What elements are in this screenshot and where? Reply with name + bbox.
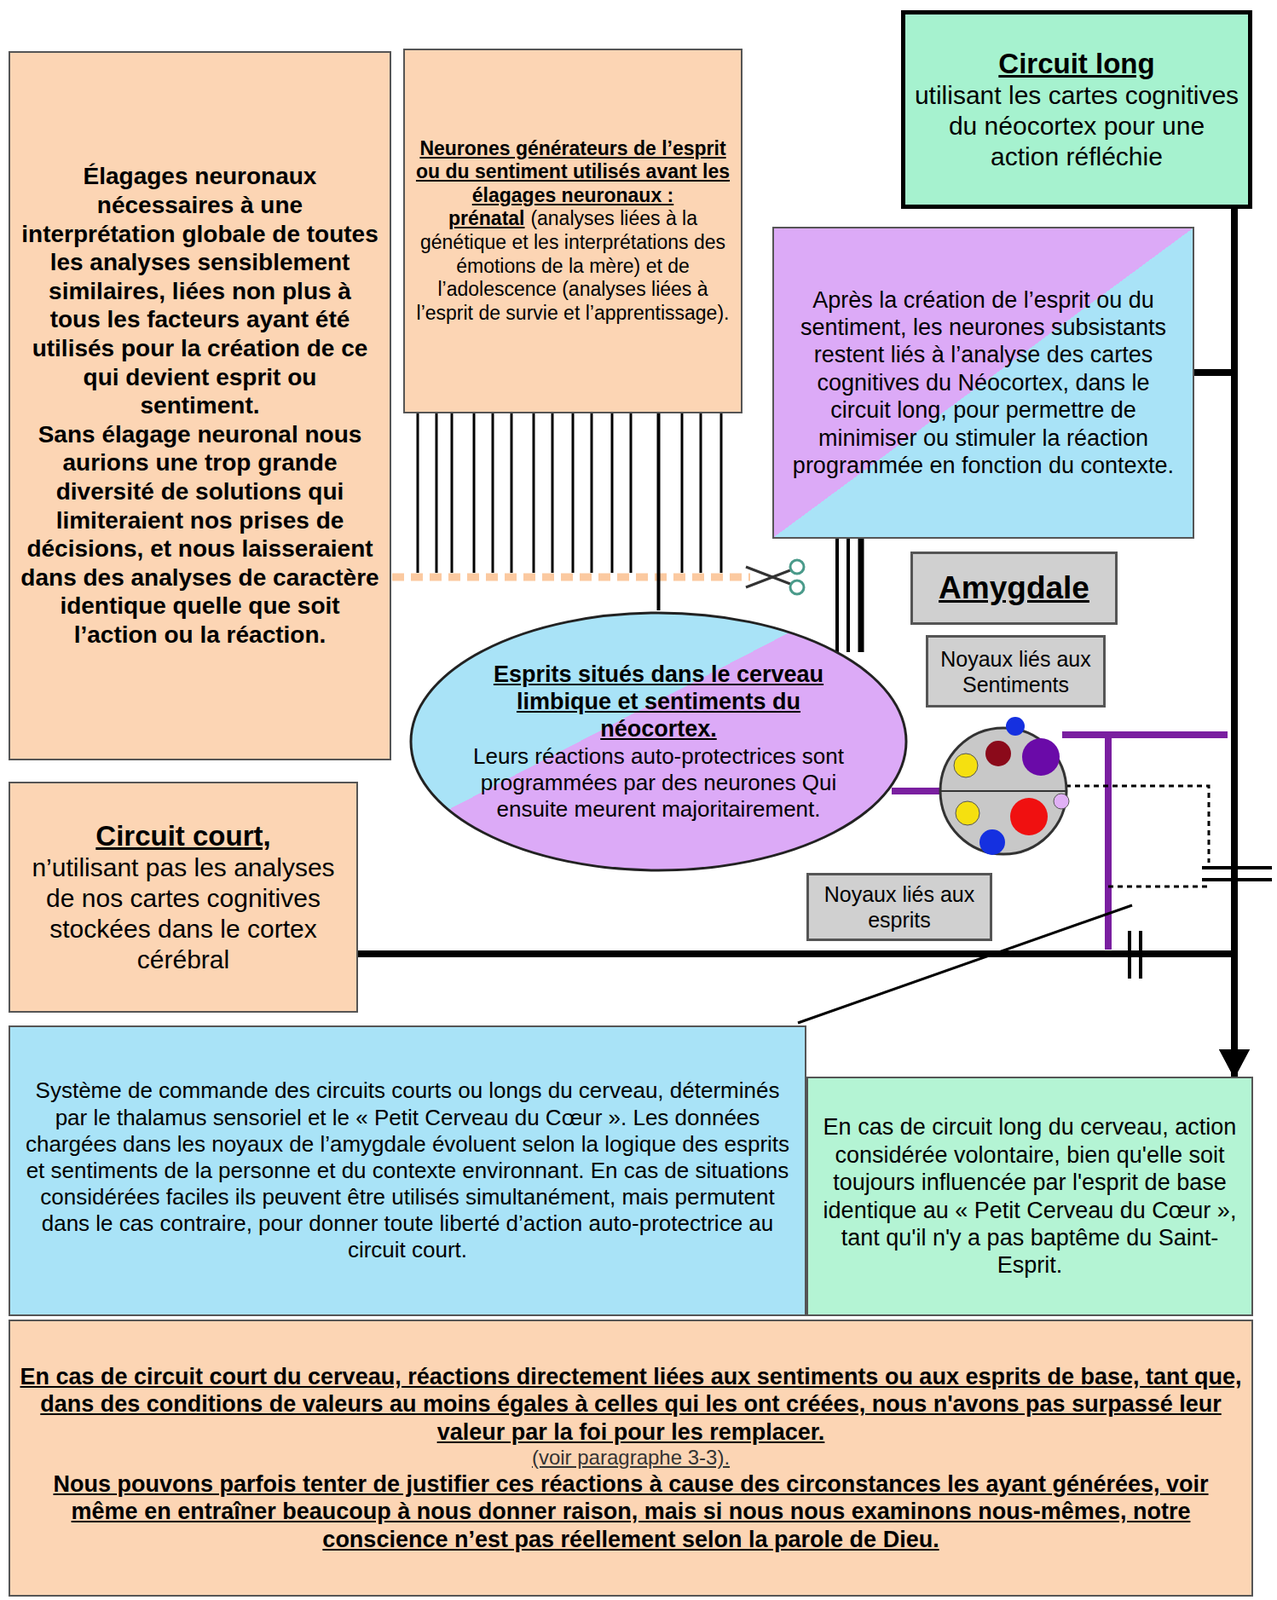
note-box: Élagages neuronaux nécessaires à une int… bbox=[8, 51, 392, 761]
text-area: Système de commande des circuits courts … bbox=[10, 1072, 805, 1269]
connector-line bbox=[657, 413, 661, 611]
text-area: Après la création de l’esprit ou du sent… bbox=[774, 279, 1193, 487]
process-box: Circuit longutilisant les cartes cogniti… bbox=[901, 10, 1253, 209]
amygdala-nuclei bbox=[940, 716, 1069, 856]
note-box: Neurones générateurs de l’esprit ou du s… bbox=[403, 48, 743, 414]
text-area: Amygdale bbox=[912, 566, 1116, 611]
body-text: n’utilisant pas les analyses de nos cart… bbox=[18, 852, 348, 976]
text-area: Esprits situés dans le cerveau limbique … bbox=[408, 652, 909, 833]
body-text: Nous pouvons parfois tenter de justifier… bbox=[18, 1470, 1243, 1554]
heading-text: En cas de circuit court du cerveau, réac… bbox=[18, 1363, 1243, 1446]
body-text: Sans élagage neuronal nous aurions une t… bbox=[20, 420, 380, 650]
text-area: En cas de circuit long du cerveau, actio… bbox=[808, 1108, 1252, 1284]
note-box: En cas de circuit court du cerveau, réac… bbox=[8, 1319, 1254, 1597]
body-text: Après la création de l’esprit ou du sent… bbox=[784, 286, 1183, 480]
text-area: Circuit court,n’utilisant pas les analys… bbox=[10, 812, 357, 983]
body-text: Amygdale bbox=[919, 569, 1109, 607]
heading-text: Esprits situés dans le cerveau limbique … bbox=[468, 660, 850, 744]
text-area: Neurones générateurs de l’esprit ou du s… bbox=[404, 130, 741, 333]
body-text: (voir paragraphe 3-3). bbox=[18, 1445, 1243, 1471]
neuron-lines bbox=[417, 413, 722, 573]
paragraph: Neurones générateurs de l’esprit ou du s… bbox=[413, 137, 733, 326]
body-text: Noyaux liés aux Sentiments bbox=[933, 646, 1098, 698]
body-text: En cas de circuit long du cerveau, actio… bbox=[816, 1113, 1243, 1279]
process-box: Circuit court,n’utilisant pas les analys… bbox=[8, 781, 359, 1013]
text-area: Noyaux liés aux esprits bbox=[808, 878, 990, 937]
note-box: Après la création de l’esprit ou du sent… bbox=[772, 226, 1195, 539]
command-dotted-lines bbox=[1065, 785, 1209, 887]
body-text: utilisant les cartes cognitives du néoco… bbox=[913, 80, 1240, 173]
pruning-cut-line bbox=[392, 573, 751, 582]
connector-line bbox=[1230, 208, 1238, 1077]
text-area: Noyaux liés aux Sentiments bbox=[928, 642, 1104, 701]
text-area: Élagages neuronaux nécessaires à une int… bbox=[10, 153, 390, 658]
heading-text: Circuit long bbox=[913, 46, 1240, 81]
text-area: Circuit longutilisant les cartes cogniti… bbox=[905, 41, 1249, 179]
body-text: Leurs réactions auto-protectrices sont p… bbox=[468, 743, 850, 824]
body-text: Système de commande des circuits courts … bbox=[18, 1077, 797, 1264]
label-box: Amygdale bbox=[910, 551, 1118, 625]
text-area: En cas de circuit court du cerveau, réac… bbox=[10, 1357, 1252, 1559]
heading-text: Élagages neuronaux nécessaires à une int… bbox=[20, 161, 380, 420]
heading-text: Circuit court, bbox=[18, 819, 348, 854]
label-box: Noyaux liés aux Sentiments bbox=[925, 635, 1106, 708]
label-box: Noyaux liés aux esprits bbox=[806, 872, 993, 942]
scissors-icon bbox=[745, 560, 804, 595]
note-box: Système de commande des circuits courts … bbox=[8, 1025, 807, 1317]
note-box: En cas de circuit long du cerveau, actio… bbox=[806, 1076, 1254, 1317]
body-text: Noyaux liés aux esprits bbox=[814, 881, 985, 933]
ellipse-node: Esprits situés dans le cerveau limbique … bbox=[408, 610, 909, 873]
